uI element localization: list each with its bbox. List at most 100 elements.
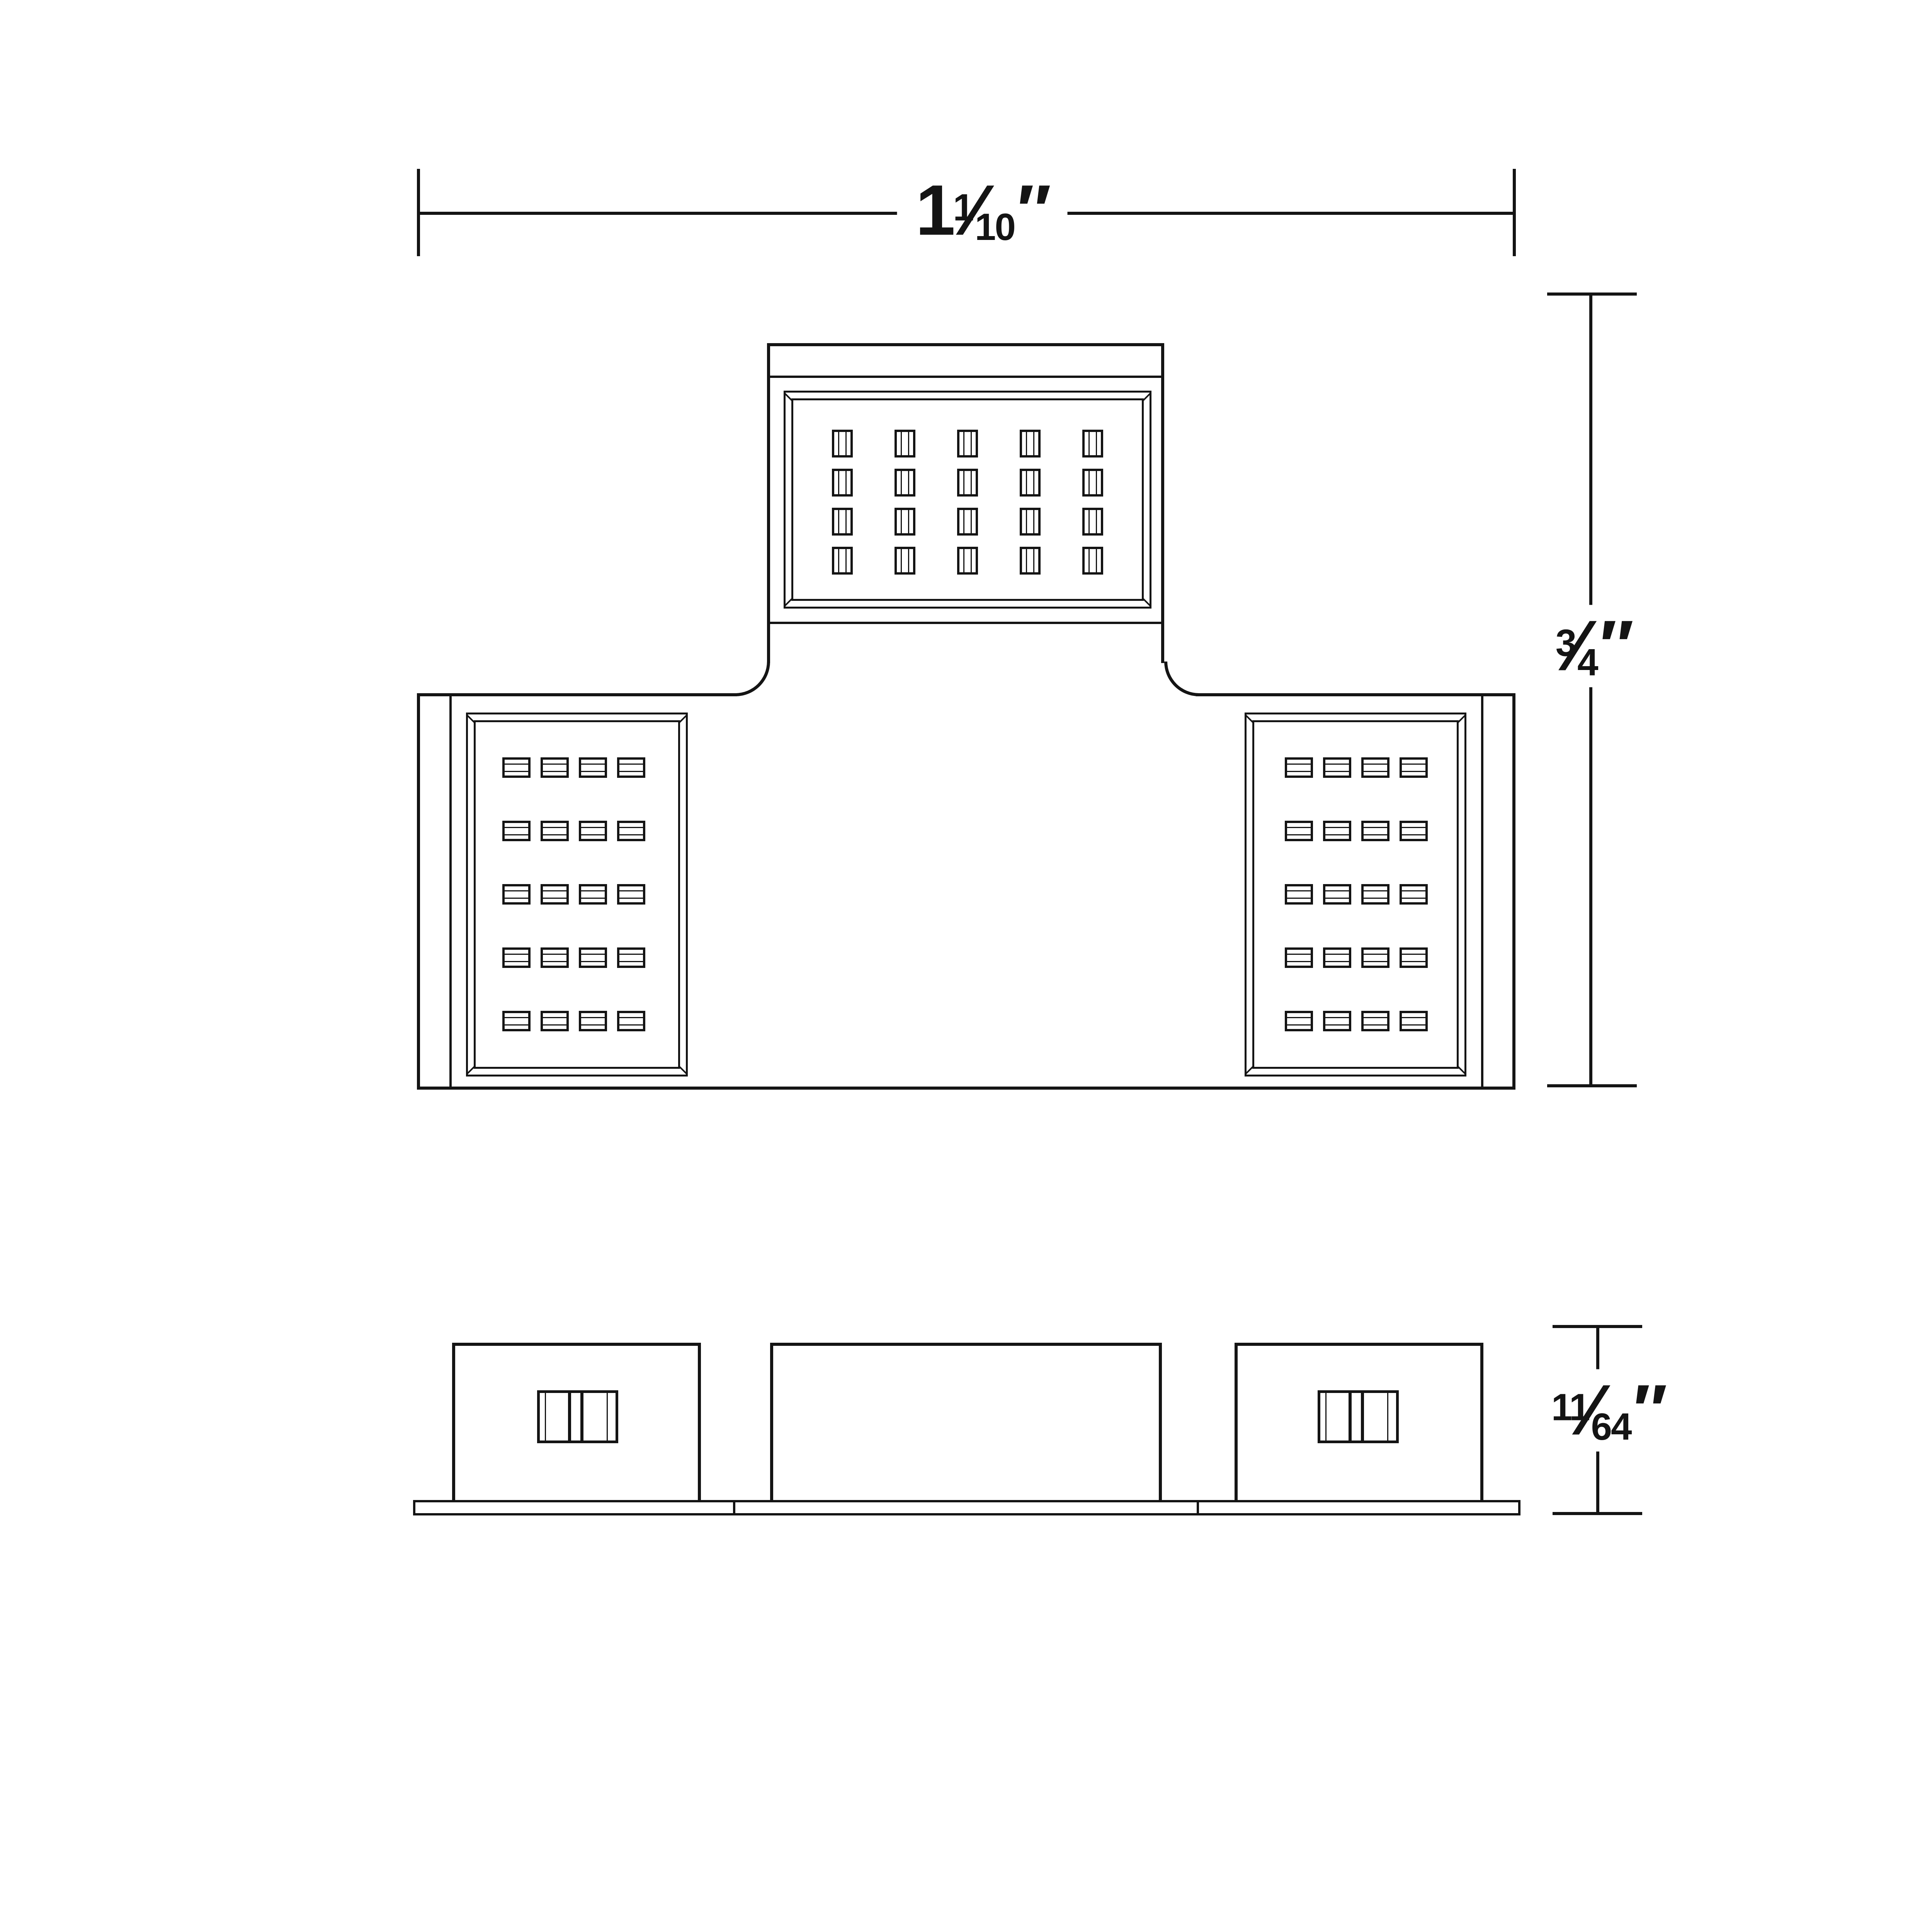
- width-label-denominator: 10: [975, 206, 1016, 248]
- miter-corner-icon: [1245, 714, 1253, 723]
- right-vent-slot: [1361, 1011, 1389, 1031]
- fillet-right: [1164, 662, 1199, 696]
- body-left-edge: [417, 694, 420, 1090]
- center-vent-slot: [957, 469, 978, 497]
- connector-detail-left: [537, 1390, 618, 1443]
- panel-frame-right-inner: [1252, 720, 1459, 1069]
- miter-corner-icon: [1143, 392, 1151, 401]
- body-bottom-edge: [417, 1087, 1515, 1090]
- center-vent-slot: [832, 547, 853, 575]
- left-vent-slot: [502, 1011, 531, 1031]
- left-vent-slot: [579, 884, 607, 905]
- center-vent-slot: [895, 547, 915, 575]
- width-label-whole: 1: [915, 170, 955, 250]
- dim-height-line: [1589, 294, 1592, 1086]
- connector-detail-right: [1318, 1390, 1399, 1443]
- slot-grid-center: [832, 430, 1103, 575]
- panel-frame-center-inner: [791, 398, 1144, 601]
- right-vent-slot: [1323, 884, 1351, 905]
- left-vent-slot: [502, 757, 531, 778]
- right-vent-slot: [1361, 757, 1389, 778]
- center-vent-slot: [1020, 547, 1041, 575]
- fillet-left: [735, 662, 770, 696]
- right-vent-slot: [1361, 947, 1389, 968]
- center-vent-slot: [895, 469, 915, 497]
- miter-corner-icon: [1458, 714, 1466, 723]
- flange-divider-left: [449, 696, 452, 1087]
- left-vent-slot: [617, 884, 645, 905]
- dim-depth-tick-bottom: [1553, 1512, 1642, 1515]
- right-vent-slot: [1285, 1011, 1313, 1031]
- center-vent-slot: [957, 430, 978, 457]
- miter-corner-icon: [466, 1066, 475, 1075]
- panel-frame-right: [1245, 713, 1466, 1077]
- connector-line: [580, 1393, 583, 1440]
- width-label-unit: ″: [1017, 170, 1051, 250]
- connector-line: [545, 1393, 546, 1440]
- width-dimension-label: 11⁄10″: [897, 169, 1068, 252]
- center-vent-slot: [1082, 430, 1103, 457]
- baseplate: [413, 1500, 1520, 1515]
- right-vent-slot: [1323, 947, 1351, 968]
- body-top-edge-right: [1196, 693, 1515, 696]
- right-vent-slot: [1285, 757, 1313, 778]
- right-vent-slot: [1323, 821, 1351, 841]
- left-vent-slot: [502, 821, 531, 841]
- miter-corner-icon: [1458, 1066, 1466, 1075]
- miter-corner-icon: [784, 598, 793, 607]
- left-vent-slot: [617, 821, 645, 841]
- right-vent-slot: [1285, 947, 1313, 968]
- right-vent-slot: [1400, 1011, 1428, 1031]
- slot-grid-right: [1285, 757, 1428, 1031]
- connector-line: [1361, 1393, 1364, 1440]
- center-vent-slot: [832, 469, 853, 497]
- column-bottom-line: [769, 622, 1163, 624]
- center-vent-slot: [1020, 508, 1041, 536]
- miter-corner-icon: [679, 714, 688, 723]
- right-vent-slot: [1285, 884, 1313, 905]
- left-vent-slot: [617, 757, 645, 778]
- body-right-edge: [1512, 694, 1515, 1090]
- left-vent-slot: [541, 884, 569, 905]
- side-module-left: [452, 1343, 701, 1500]
- miter-corner-icon: [1245, 1066, 1253, 1075]
- side-module-center: [770, 1343, 1162, 1500]
- right-vent-slot: [1285, 821, 1313, 841]
- dim-depth-tick-top: [1553, 1325, 1642, 1328]
- left-vent-slot: [502, 884, 531, 905]
- miter-corner-icon: [466, 714, 475, 723]
- height-label-numerator: 3: [1555, 621, 1577, 664]
- center-vent-slot: [957, 547, 978, 575]
- miter-corner-icon: [1143, 598, 1151, 607]
- center-vent-slot: [1082, 508, 1103, 536]
- left-vent-slot: [541, 757, 569, 778]
- right-vent-slot: [1361, 821, 1389, 841]
- column-top-edge: [767, 343, 1164, 346]
- left-vent-slot: [579, 947, 607, 968]
- panel-frame-left-inner: [474, 720, 680, 1069]
- left-vent-slot: [541, 821, 569, 841]
- center-vent-slot: [1020, 469, 1041, 497]
- depth-dimension-label: 11⁄64″: [1532, 1369, 1684, 1452]
- center-vent-slot: [1082, 469, 1103, 497]
- dim-height-tick-bottom: [1547, 1084, 1637, 1087]
- dim-height-tick-top: [1547, 293, 1637, 296]
- left-vent-slot: [541, 947, 569, 968]
- dim-width-tick-left: [417, 169, 420, 256]
- width-label-numerator: 1: [953, 186, 974, 229]
- center-vent-slot: [895, 508, 915, 536]
- connector-line: [568, 1393, 571, 1440]
- center-vent-slot: [895, 430, 915, 457]
- left-vent-slot: [617, 947, 645, 968]
- left-vent-slot: [502, 947, 531, 968]
- height-label-denominator: 4: [1577, 641, 1599, 684]
- miter-corner-icon: [679, 1066, 688, 1075]
- right-vent-slot: [1400, 757, 1428, 778]
- right-vent-slot: [1400, 884, 1428, 905]
- height-label-unit: ″: [1599, 606, 1634, 686]
- height-dimension-label: 3⁄4″: [1537, 605, 1650, 687]
- panel-frame-left: [466, 713, 688, 1077]
- center-vent-slot: [832, 430, 853, 457]
- panel-frame-center: [784, 391, 1151, 609]
